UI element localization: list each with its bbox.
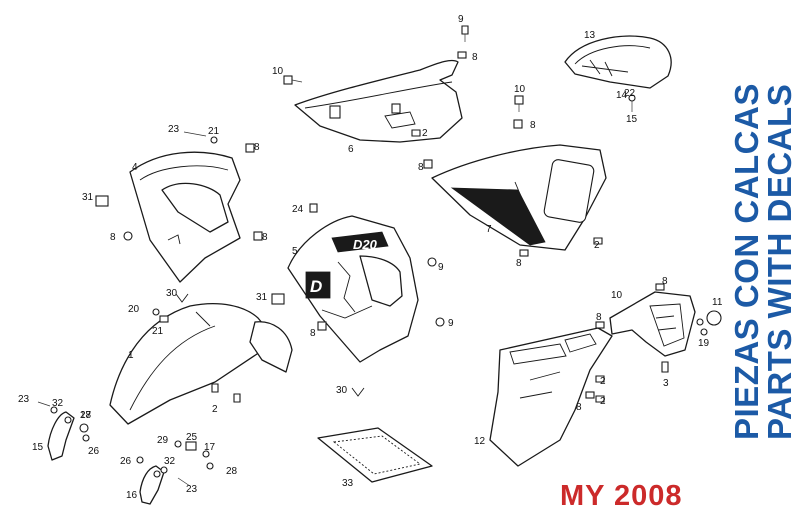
decal-d20-text: D20 bbox=[353, 237, 378, 252]
callout-11: 11 bbox=[712, 297, 723, 308]
callout-32: 32 bbox=[52, 398, 64, 409]
callout-29: 29 bbox=[157, 435, 169, 446]
decal-letter-d: D bbox=[310, 277, 322, 296]
callout-28: 28 bbox=[226, 466, 238, 477]
callout-8: 8 bbox=[254, 142, 260, 153]
callout-10: 10 bbox=[514, 84, 526, 95]
callout-30: 30 bbox=[166, 288, 178, 299]
callout-31: 31 bbox=[82, 192, 94, 203]
callout-4: 4 bbox=[132, 162, 138, 173]
callout-2: 2 bbox=[594, 240, 600, 251]
callout-32: 32 bbox=[164, 456, 176, 467]
callout-2: 2 bbox=[600, 376, 606, 387]
callout-9: 9 bbox=[458, 14, 464, 25]
part-15-bracket-left bbox=[47, 411, 75, 461]
callout-6: 6 bbox=[348, 144, 354, 155]
callout-15: 15 bbox=[626, 114, 638, 125]
callout-8: 8 bbox=[110, 232, 116, 243]
callout-8: 8 bbox=[310, 328, 316, 339]
callout-26: 26 bbox=[88, 446, 100, 457]
callout-23: 23 bbox=[168, 124, 180, 135]
part-13-rear-fender bbox=[489, 327, 613, 467]
title-line-english: PARTS WITH DECALS bbox=[761, 83, 798, 440]
callout-2: 2 bbox=[422, 128, 428, 139]
callout-12: 12 bbox=[474, 436, 486, 447]
callout-9: 9 bbox=[438, 262, 444, 273]
callout-8: 8 bbox=[262, 232, 268, 243]
callout-8: 8 bbox=[576, 402, 582, 413]
callout-8: 8 bbox=[530, 120, 536, 131]
callout-26: 26 bbox=[120, 456, 132, 467]
callout-21: 21 bbox=[208, 126, 220, 137]
callout-33: 33 bbox=[342, 478, 354, 489]
part-14-rear-cover bbox=[564, 35, 672, 89]
part-5-front-shroud: D20 D bbox=[287, 215, 419, 363]
part-4-left-side-cover bbox=[129, 151, 241, 283]
callout-13: 13 bbox=[584, 30, 596, 41]
callout-24: 24 bbox=[292, 204, 304, 215]
callout-18: 18 bbox=[80, 410, 92, 421]
callout-16: 16 bbox=[126, 490, 138, 501]
part-7-side-panel-with-number bbox=[431, 144, 607, 251]
callout-21: 21 bbox=[152, 326, 164, 337]
callout-23: 23 bbox=[186, 484, 198, 495]
callout-numbers: 1222223456788888888888999101010111213141… bbox=[18, 14, 723, 501]
callout-10: 10 bbox=[272, 66, 284, 77]
callout-10: 10 bbox=[611, 290, 623, 301]
callout-2: 2 bbox=[212, 404, 218, 415]
callout-17: 17 bbox=[204, 442, 216, 453]
callout-8: 8 bbox=[418, 162, 424, 173]
callout-8: 8 bbox=[596, 312, 602, 323]
callout-8: 8 bbox=[472, 52, 478, 63]
callout-30: 30 bbox=[336, 385, 348, 396]
callout-7: 7 bbox=[486, 224, 492, 235]
callout-9: 9 bbox=[448, 318, 454, 329]
callout-8: 8 bbox=[516, 258, 522, 269]
callout-1: 1 bbox=[128, 350, 134, 361]
callout-23: 23 bbox=[18, 394, 30, 405]
callout-3: 3 bbox=[663, 378, 669, 389]
callout-27: 27 bbox=[80, 410, 92, 421]
part-33-decal-sheet bbox=[317, 427, 433, 483]
part-6-upper-side-panel bbox=[294, 59, 463, 143]
callout-15: 15 bbox=[32, 442, 44, 453]
part-1-front-fender bbox=[109, 303, 293, 425]
part-15-bracket-right bbox=[139, 465, 165, 505]
callout-20: 20 bbox=[128, 304, 140, 315]
part-12-reflector bbox=[706, 310, 722, 326]
callout-8: 8 bbox=[662, 276, 668, 287]
callout-19: 19 bbox=[698, 338, 710, 349]
hardware bbox=[37, 25, 708, 487]
model-year-label: MY 2008 bbox=[560, 480, 683, 512]
callout-14: 14 bbox=[616, 90, 628, 101]
callout-22: 22 bbox=[624, 88, 636, 99]
callout-25: 25 bbox=[186, 432, 198, 443]
callout-5: 5 bbox=[292, 246, 298, 257]
part-11-rear-bracket bbox=[609, 291, 696, 357]
callout-2: 2 bbox=[600, 396, 606, 407]
title-line-spanish: PIEZAS CON CALCAS bbox=[728, 83, 765, 440]
callout-31: 31 bbox=[256, 292, 268, 303]
